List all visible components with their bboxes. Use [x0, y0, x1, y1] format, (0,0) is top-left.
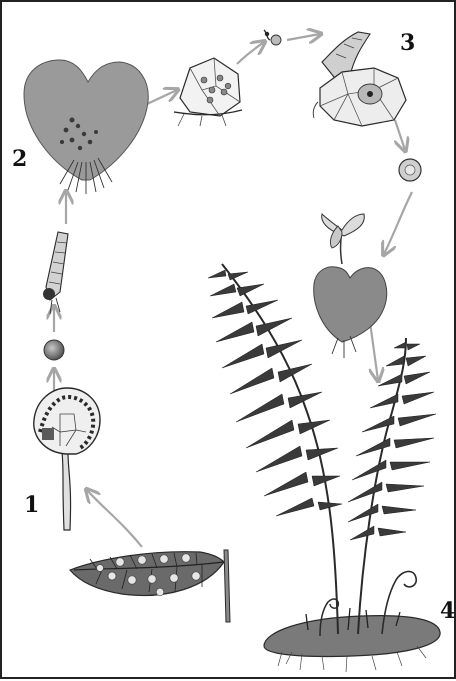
adult-fern — [208, 264, 440, 672]
germinating-spore — [43, 232, 68, 314]
prothallus — [24, 60, 148, 194]
antheridium — [174, 58, 242, 126]
arrow-prothallus-to-archegonium — [147, 90, 177, 104]
leaf-with-sori — [70, 550, 230, 622]
arrow-cell-to-zygote — [395, 120, 405, 150]
soil — [264, 616, 440, 657]
young-sporophyte — [314, 214, 387, 358]
spore — [44, 340, 64, 360]
arrow-young-to-adult — [370, 322, 378, 380]
stage-label-1: 1 — [24, 494, 39, 516]
arrow-leaf-to-sporangium — [87, 490, 142, 547]
stage-label-2: 2 — [12, 148, 27, 170]
archegonium — [313, 32, 406, 126]
stage-label-4: 4 — [440, 600, 455, 622]
arrow-zygote-to-young — [384, 192, 412, 254]
stage-label-3: 3 — [400, 32, 415, 54]
arrow-archegonium-to-sperm — [237, 42, 264, 64]
sporangium — [34, 388, 100, 530]
arrow-sperm-to-archegonium-cell — [287, 34, 320, 40]
sperm-cell — [264, 30, 281, 45]
